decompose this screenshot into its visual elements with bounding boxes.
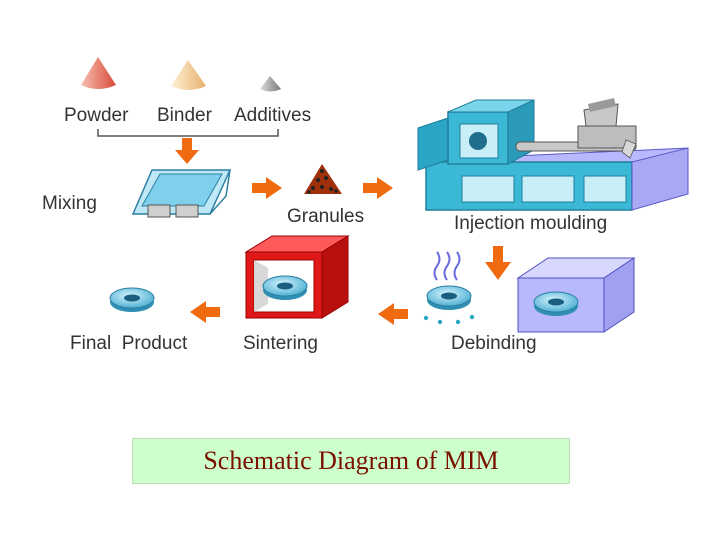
mixing-label: Mixing <box>42 193 97 214</box>
debinding-label: Debinding <box>451 333 537 354</box>
additives-label: Additives <box>234 105 311 126</box>
final-product-label: Final Product <box>70 333 188 354</box>
arrow-debinding-to-sintering <box>378 303 408 325</box>
binder-label: Binder <box>157 105 213 126</box>
binder-icon <box>171 60 206 90</box>
mixer-icon <box>131 169 232 218</box>
arrow-mixing-to-granules <box>252 177 282 199</box>
sintering-furnace-icon <box>244 235 350 319</box>
injection-machine-icon <box>417 98 689 211</box>
granules-label: Granules <box>287 206 364 227</box>
debinding-bath-icon <box>516 257 636 333</box>
debinding-part-icon <box>423 251 475 325</box>
arrow-sintering-to-final <box>190 301 220 323</box>
injection-label: Injection moulding <box>454 213 607 234</box>
granules-icon <box>304 164 342 194</box>
ingredients-bracket <box>97 129 279 137</box>
powder-icon <box>81 57 116 89</box>
powder-label: Powder <box>64 105 129 126</box>
arrow-to-mixer <box>175 138 199 164</box>
sintering-label: Sintering <box>243 333 318 354</box>
arrow-injection-to-debinding <box>485 246 511 280</box>
final-product-icon <box>109 287 155 313</box>
diagram-caption: Schematic Diagram of MIM <box>132 438 570 484</box>
arrow-granules-to-injection <box>363 177 393 199</box>
additives-icon <box>260 76 281 92</box>
